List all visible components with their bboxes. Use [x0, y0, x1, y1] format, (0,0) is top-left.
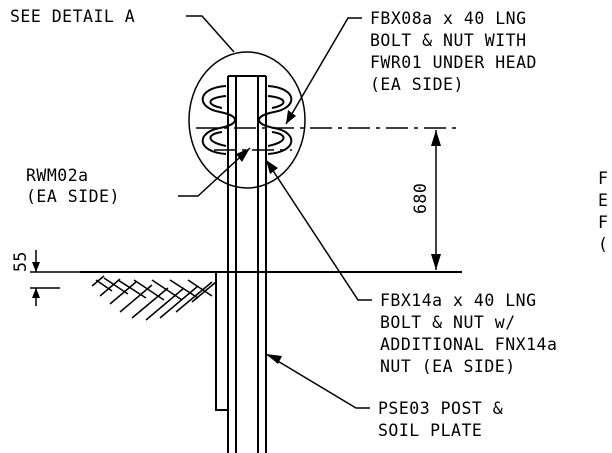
- rail-note: RWM02a (EA SIDE): [26, 166, 120, 206]
- svg-text:BOLT & NUT w/: BOLT & NUT w/: [380, 313, 516, 332]
- soil-hatch: [91, 275, 217, 321]
- lower-bolt-note: FBX14a x 40 LNG BOLT & NUT w/ ADDITIONAL…: [380, 291, 557, 376]
- svg-text:(EA SIDE): (EA SIDE): [26, 187, 120, 206]
- leader-detail-a: [186, 15, 235, 53]
- dimension-680-label: 680: [411, 183, 430, 214]
- soil-plate: [215, 271, 229, 411]
- svg-text:RWM02a: RWM02a: [26, 166, 89, 185]
- dimension-680: [431, 130, 441, 270]
- see-detail-a-label: SEE DETAIL A: [10, 7, 135, 26]
- leader-upper-bolt: [285, 17, 362, 125]
- svg-text:PSE03 POST &: PSE03 POST &: [378, 399, 503, 418]
- svg-text:(EA SIDE): (EA SIDE): [370, 75, 464, 94]
- svg-text:(: (: [598, 235, 608, 254]
- svg-text:BOLT & NUT WITH: BOLT & NUT WITH: [370, 31, 527, 50]
- dimension-55-label: 55: [11, 251, 30, 272]
- svg-text:FWR01 UNDER HEAD: FWR01 UNDER HEAD: [370, 53, 537, 72]
- svg-text:SOIL PLATE: SOIL PLATE: [378, 421, 482, 440]
- svg-text:ADDITIONAL FNX14a: ADDITIONAL FNX14a: [380, 335, 557, 354]
- svg-text:NUT (EA SIDE): NUT (EA SIDE): [380, 357, 516, 376]
- post-note: PSE03 POST & SOIL PLATE: [378, 399, 503, 440]
- dimension-55: [30, 250, 80, 306]
- w-beam-rail-right: [258, 85, 293, 155]
- post: [227, 75, 267, 453]
- leader-rail: [178, 147, 251, 197]
- leader-lower-bolt: [265, 159, 372, 301]
- detail-circle: [188, 51, 306, 189]
- svg-text:E: E: [598, 191, 608, 210]
- leader-post: [265, 353, 370, 409]
- svg-text:F: F: [598, 213, 608, 232]
- cutoff-note: F E F (: [598, 169, 608, 254]
- w-beam-rail-left: [201, 85, 236, 155]
- svg-text:F: F: [598, 169, 608, 188]
- upper-bolt-note: FBX08a x 40 LNG BOLT & NUT WITH FWR01 UN…: [370, 9, 537, 94]
- svg-text:FBX08a x 40 LNG: FBX08a x 40 LNG: [370, 9, 527, 28]
- svg-text:FBX14a x 40 LNG: FBX14a x 40 LNG: [380, 291, 537, 310]
